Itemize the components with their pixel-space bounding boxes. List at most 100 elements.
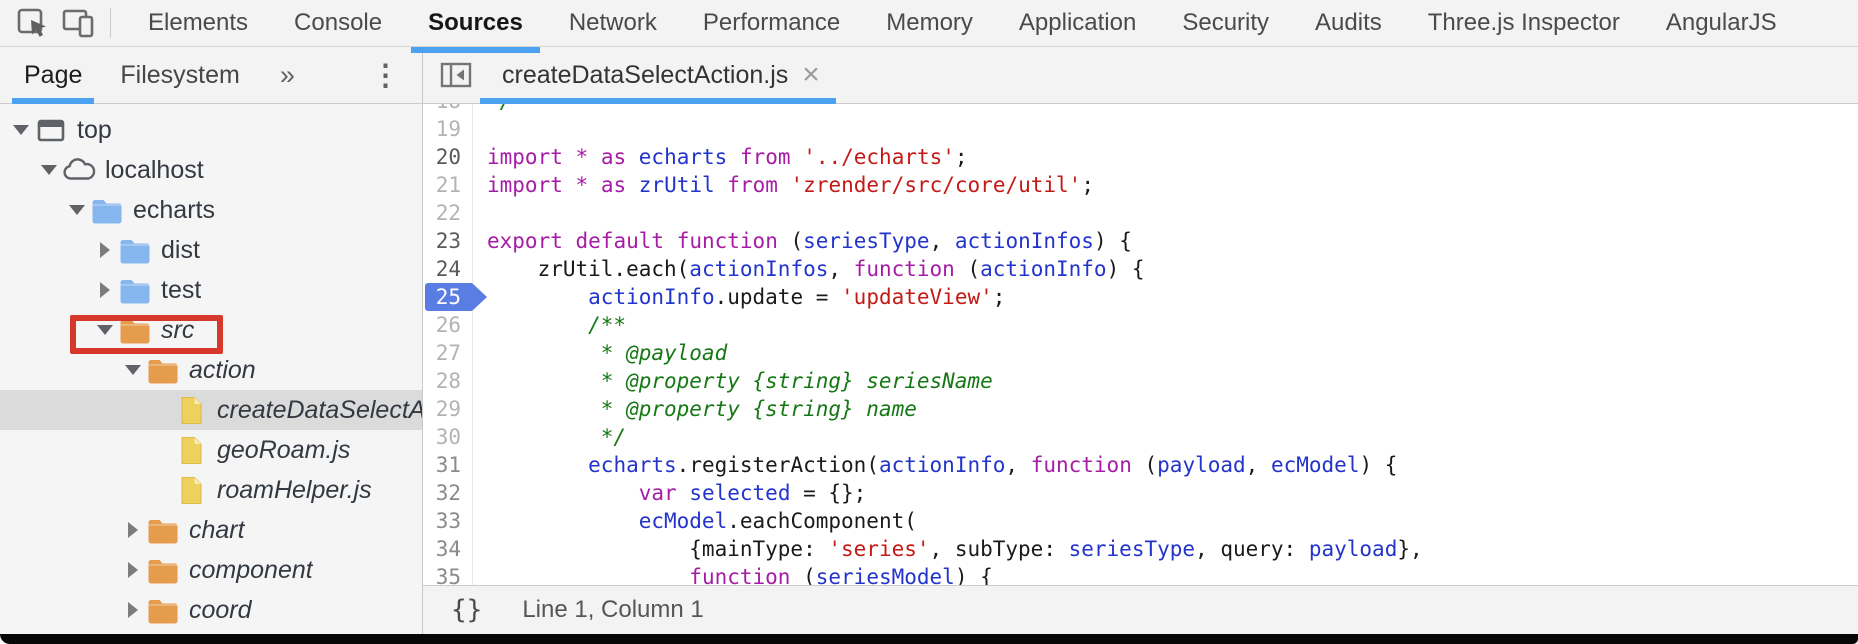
code-line[interactable]: 19 (423, 115, 1858, 143)
tree-item-chart[interactable]: chart (0, 510, 422, 550)
tree-item-georoam-js[interactable]: geoRoam.js (0, 430, 422, 470)
code-line-text[interactable] (473, 115, 1858, 143)
tree-item-coord[interactable]: coord (0, 590, 422, 630)
code-line-text[interactable]: ecModel.eachComponent( (473, 507, 1858, 535)
tab-performance[interactable]: Performance (702, 9, 841, 36)
code-line-text[interactable]: * @property {string} name (473, 395, 1858, 423)
tab-elements[interactable]: Elements (148, 9, 249, 36)
disclosure-triangle-icon[interactable] (64, 205, 90, 215)
code-line-text[interactable]: var selected = {}; (473, 479, 1858, 507)
tab-security[interactable]: Security (1182, 9, 1270, 36)
navigator-tab-page[interactable]: Page (11, 47, 95, 104)
disclosure-triangle-icon[interactable] (92, 242, 118, 258)
tree-item-label: dist (161, 235, 200, 264)
line-number[interactable]: 30 (423, 423, 473, 451)
editor-tab-createdataselectaction[interactable]: createDataSelectAction.js × (480, 47, 836, 104)
tree-item-test[interactable]: test (0, 270, 422, 310)
tree-item-dist[interactable]: dist (0, 230, 422, 270)
code-line[interactable]: 29 * @property {string} name (423, 395, 1858, 423)
code-line-text[interactable]: zrUtil.each(actionInfos, function (actio… (473, 255, 1858, 283)
disclosure-triangle-icon[interactable] (36, 165, 62, 175)
line-number[interactable]: 28 (423, 367, 473, 395)
code-line-text[interactable]: * @property {string} seriesName (473, 367, 1858, 395)
line-number[interactable]: 19 (423, 115, 473, 143)
code-line-text[interactable]: /** (473, 311, 1858, 339)
line-number[interactable]: 20 (423, 143, 473, 171)
tree-item-localhost[interactable]: localhost (0, 150, 422, 190)
hide-navigator-icon[interactable] (432, 51, 480, 99)
disclosure-triangle-icon[interactable] (120, 562, 146, 578)
breakpoint-line-number[interactable]: 25 (423, 283, 487, 311)
tree-item-createdataselectaction-js[interactable]: createDataSelectAction.js (0, 390, 422, 430)
line-number[interactable]: 18 (423, 104, 473, 115)
code-line[interactable]: 28 * @property {string} seriesName (423, 367, 1858, 395)
code-line-text[interactable]: * @payload (473, 339, 1858, 367)
code-line-text[interactable]: export default function (seriesType, act… (473, 227, 1858, 255)
line-number[interactable]: 34 (423, 535, 473, 563)
code-line[interactable]: 33 ecModel.eachComponent( (423, 507, 1858, 535)
tree-item-component[interactable]: component (0, 550, 422, 590)
code-line[interactable]: 32 var selected = {}; (423, 479, 1858, 507)
code-line-text[interactable]: import * as echarts from '../echarts'; (473, 143, 1858, 171)
tree-item-roamhelper-js[interactable]: roamHelper.js (0, 470, 422, 510)
line-number[interactable]: 23 (423, 227, 473, 255)
disclosure-triangle-icon[interactable] (8, 125, 34, 135)
code-line[interactable]: 27 * @payload (423, 339, 1858, 367)
line-number[interactable]: 31 (423, 451, 473, 479)
pretty-print-icon[interactable]: {} (451, 595, 483, 625)
code-line-text[interactable]: */ (473, 423, 1858, 451)
overflow-menu-icon[interactable]: ⋮ (371, 59, 400, 92)
line-number[interactable]: 27 (423, 339, 473, 367)
line-number[interactable]: 22 (423, 199, 473, 227)
code-line[interactable]: 30 */ (423, 423, 1858, 451)
line-number[interactable]: 21 (423, 171, 473, 199)
code-line[interactable]: 26 /** (423, 311, 1858, 339)
disclosure-triangle-icon[interactable] (120, 365, 146, 375)
code-line[interactable]: 34 {mainType: 'series', subType: seriesT… (423, 535, 1858, 563)
inspect-element-icon[interactable] (10, 0, 56, 47)
line-number[interactable]: 29 (423, 395, 473, 423)
code-line[interactable]: 18*/ (423, 104, 1858, 115)
tree-item-src[interactable]: src (0, 310, 422, 350)
close-tab-icon[interactable]: × (802, 58, 820, 91)
tree-item-action[interactable]: action (0, 350, 422, 390)
line-number[interactable]: 35 (423, 563, 473, 585)
code-line[interactable]: 22 (423, 199, 1858, 227)
line-number[interactable]: 26 (423, 311, 473, 339)
line-number[interactable]: 24 (423, 255, 473, 283)
tab-angularjs[interactable]: AngularJS (1665, 9, 1777, 36)
line-number[interactable]: 33 (423, 507, 473, 535)
tab-audits[interactable]: Audits (1315, 9, 1382, 36)
navigator-tab-filesystem[interactable]: Filesystem (120, 60, 240, 89)
code-line[interactable]: 31 echarts.registerAction(actionInfo, fu… (423, 451, 1858, 479)
tree-item-top[interactable]: top (0, 110, 422, 150)
code-line-text[interactable]: */ (473, 104, 1858, 115)
tab-network[interactable]: Network (568, 9, 657, 36)
code-line[interactable]: 25 actionInfo.update = 'updateView'; (423, 283, 1858, 311)
code-line[interactable]: 35 function (seriesModel) { (423, 563, 1858, 585)
code-line-text[interactable]: {mainType: 'series', subType: seriesType… (473, 535, 1858, 563)
disclosure-triangle-icon[interactable] (92, 282, 118, 298)
line-number[interactable]: 32 (423, 479, 473, 507)
more-tabs-icon[interactable]: » (279, 59, 295, 90)
tab-three-js-inspector[interactable]: Three.js Inspector (1427, 9, 1620, 36)
code-line[interactable]: 24 zrUtil.each(actionInfos, function (ac… (423, 255, 1858, 283)
code-line-text[interactable] (473, 199, 1858, 227)
disclosure-triangle-icon[interactable] (120, 602, 146, 618)
code-line-text[interactable]: actionInfo.update = 'updateView'; (473, 283, 1858, 311)
disclosure-triangle-icon[interactable] (120, 522, 146, 538)
code-line-text[interactable]: echarts.registerAction(actionInfo, funct… (473, 451, 1858, 479)
code-line-text[interactable]: function (seriesModel) { (473, 563, 1858, 585)
code-line-text[interactable]: import * as zrUtil from 'zrender/src/cor… (473, 171, 1858, 199)
disclosure-triangle-icon[interactable] (92, 325, 118, 335)
tree-item-echarts[interactable]: echarts (0, 190, 422, 230)
tab-application[interactable]: Application (1018, 9, 1137, 36)
tab-sources[interactable]: Sources (405, 0, 546, 53)
tab-console[interactable]: Console (294, 9, 383, 36)
device-toolbar-icon[interactable] (56, 0, 102, 47)
tab-memory[interactable]: Memory (886, 9, 973, 36)
